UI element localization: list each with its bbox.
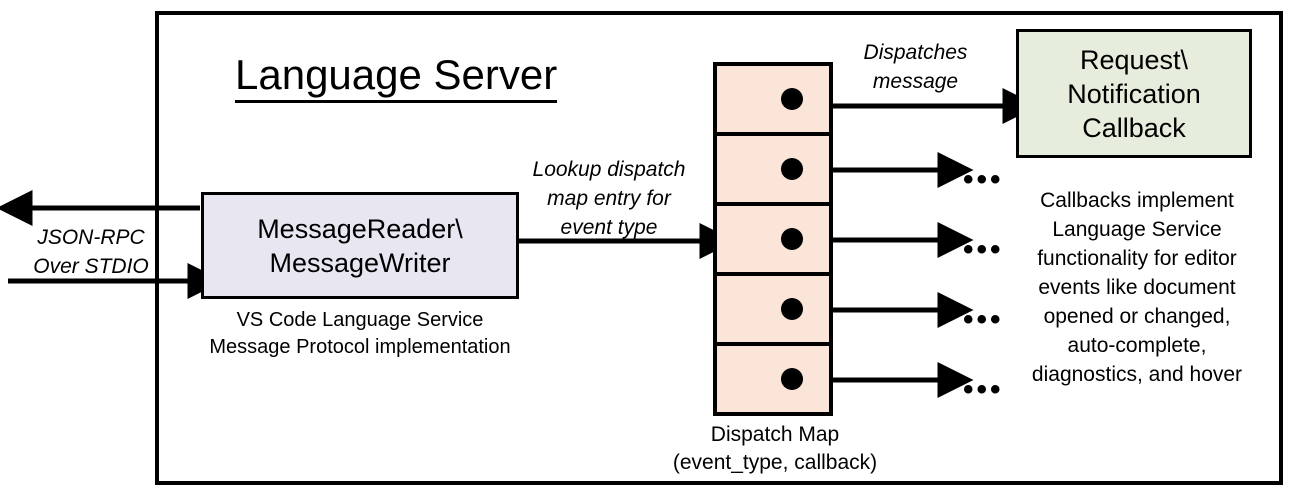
- reader-line-2: MessageWriter: [269, 247, 451, 278]
- ellipsis-row-5: •••: [963, 373, 1004, 406]
- callback-line-3: Callback: [1082, 112, 1186, 143]
- edge-label-dispatches: Dispatches message: [833, 38, 998, 96]
- dispatch-map-row[interactable]: [717, 66, 829, 136]
- reader-caption-line-2: Message Protocol implementation: [209, 336, 511, 358]
- lookup-line-3: event type: [560, 216, 658, 239]
- dispatch-caption-line-2: (event_type, callback): [672, 451, 878, 474]
- dispatch-map-row[interactable]: [717, 276, 829, 346]
- request-notification-callback-box[interactable]: Request\ Notification Callback: [1016, 29, 1252, 158]
- ellipsis-row-2: •••: [963, 163, 1004, 196]
- dispatch-map-row[interactable]: [717, 206, 829, 276]
- callback-line-1: Request\: [1079, 44, 1189, 75]
- edge-label-lookup: Lookup dispatch map entry for event type: [516, 155, 702, 242]
- callback-caption-line: Language Service: [1052, 218, 1222, 241]
- entry-dot-icon: [781, 368, 803, 390]
- jsonrpc-line-1: JSON-RPC: [37, 226, 145, 249]
- entry-dot-icon: [781, 228, 803, 250]
- lookup-line-1: Lookup dispatch: [532, 158, 686, 181]
- page-title-text: Language Server: [235, 51, 558, 103]
- callback-caption-line: auto-complete,: [1067, 334, 1207, 357]
- dispatch-map-row[interactable]: [717, 136, 829, 206]
- edge-label-jsonrpc: JSON-RPC Over STDIO: [16, 223, 166, 281]
- dispatch-map-caption: Dispatch Map (event_type, callback): [640, 421, 910, 477]
- reader-caption-line-1: VS Code Language Service: [236, 309, 484, 331]
- callback-caption: Callbacks implement Language Service fun…: [1006, 186, 1268, 389]
- page-title: Language Server: [235, 50, 655, 103]
- callback-caption-line: functionality for editor: [1037, 247, 1237, 270]
- dispatch-caption-line-1: Dispatch Map: [710, 423, 840, 446]
- entry-dot-icon: [781, 298, 803, 320]
- entry-dot-icon: [781, 158, 803, 180]
- reader-line-1: MessageReader\: [257, 213, 463, 244]
- dispatches-line-1: Dispatches: [863, 41, 968, 64]
- language-server-frame: [155, 11, 1283, 485]
- callback-caption-line: opened or changed,: [1043, 305, 1231, 328]
- message-reader-caption: VS Code Language Service Message Protoco…: [180, 307, 540, 361]
- ellipsis-row-4: •••: [963, 303, 1004, 336]
- dispatches-line-2: message: [872, 70, 959, 93]
- lookup-line-2: map entry for: [547, 187, 671, 210]
- entry-dot-icon: [781, 88, 803, 110]
- dispatch-map-table[interactable]: [713, 62, 833, 416]
- callback-caption-line: events like document: [1038, 276, 1236, 299]
- callback-caption-line: Callbacks implement: [1040, 189, 1234, 212]
- callback-caption-line: diagnostics, and hover: [1031, 363, 1243, 386]
- message-reader-writer-box[interactable]: MessageReader\ MessageWriter: [201, 192, 519, 299]
- dispatch-map-row[interactable]: [717, 346, 829, 412]
- ellipsis-row-3: •••: [963, 233, 1004, 266]
- callback-line-2: Notification: [1067, 78, 1201, 109]
- jsonrpc-line-2: Over STDIO: [33, 255, 149, 278]
